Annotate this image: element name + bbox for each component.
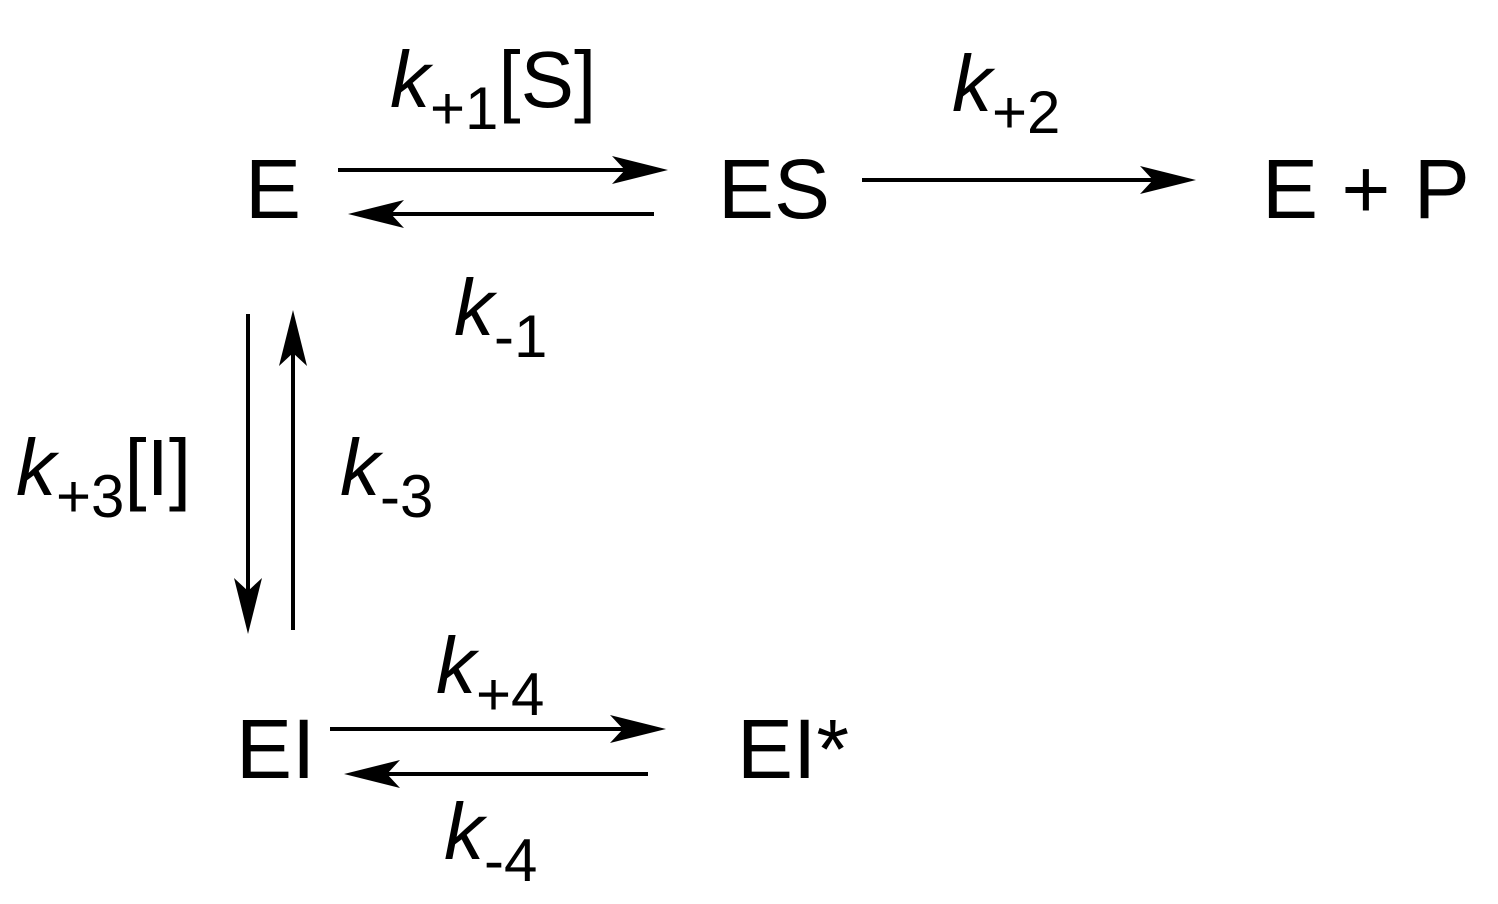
rate-k-plus-4: k+4 bbox=[436, 626, 544, 725]
rate-k-symbol: k bbox=[952, 39, 992, 128]
rate-subscript: +1 bbox=[430, 75, 499, 142]
rate-subscript: +2 bbox=[992, 79, 1061, 146]
rate-k-minus-3: k-3 bbox=[340, 428, 433, 527]
arrow-eistar-to-ei bbox=[344, 760, 648, 788]
species-ei: EI bbox=[236, 702, 316, 796]
rate-concentration: [I] bbox=[124, 423, 192, 512]
arrow-es-to-product bbox=[862, 166, 1196, 194]
rate-k-symbol: k bbox=[16, 423, 56, 512]
arrow-es-to-e bbox=[348, 200, 654, 228]
arrow-ei-to-eistar bbox=[330, 715, 666, 743]
arrow-e-to-es bbox=[338, 156, 668, 184]
arrow-e-to-ei bbox=[234, 314, 262, 634]
rate-subscript: +3 bbox=[56, 463, 125, 530]
rate-k-symbol: k bbox=[444, 787, 484, 876]
rate-subscript: -3 bbox=[380, 463, 434, 530]
species-e-plus-p: E + P bbox=[1262, 142, 1470, 236]
rate-k-plus-1-s: k+1[S] bbox=[390, 40, 596, 139]
rate-subscript: +4 bbox=[476, 661, 545, 728]
rate-k-symbol: k bbox=[390, 35, 430, 124]
rate-k-plus-3-i: k+3[I] bbox=[16, 428, 191, 527]
rate-k-minus-4: k-4 bbox=[444, 792, 537, 891]
rate-k-symbol: k bbox=[340, 423, 380, 512]
rate-concentration: [S] bbox=[498, 35, 597, 124]
species-es: ES bbox=[718, 142, 831, 236]
rate-k-symbol: k bbox=[454, 263, 494, 352]
species-e: E bbox=[245, 142, 302, 236]
rate-subscript: -1 bbox=[494, 303, 548, 370]
arrow-ei-to-e bbox=[279, 310, 307, 630]
rate-k-symbol: k bbox=[436, 621, 476, 710]
rate-subscript: -4 bbox=[484, 827, 538, 894]
rate-k-minus-1: k-1 bbox=[454, 268, 547, 367]
species-ei-star: EI* bbox=[737, 702, 850, 796]
rate-k-plus-2: k+2 bbox=[952, 44, 1060, 143]
